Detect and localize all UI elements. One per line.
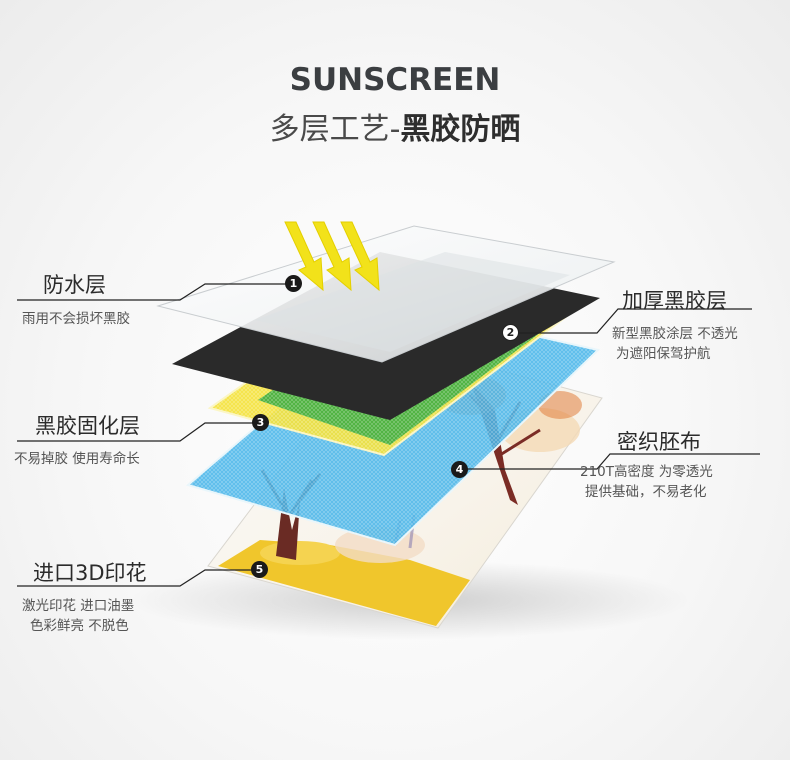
layer-desc-2a: 新型黑胶涂层 不透光: [612, 326, 738, 342]
sun-ray-arrow-icon: [284, 221, 380, 292]
title-cn: 多层工艺-黑胶防晒: [0, 104, 790, 148]
layer-badge-4: 4: [451, 461, 468, 478]
layer-name-2: 加厚黑胶层: [622, 289, 727, 313]
layer-badge-3: 3: [252, 414, 269, 431]
title-en: SUNSCREEN: [289, 62, 501, 98]
layer-name-4: 密织胚布: [617, 430, 701, 454]
layer-desc-4b: 提供基础，不易老化: [585, 484, 707, 500]
layer-desc-5a: 激光印花 进口油墨: [22, 598, 135, 614]
layer-desc-3: 不易掉胶 使用寿命长: [14, 451, 140, 467]
title-cn-bold: 黑胶防晒: [400, 112, 521, 147]
layer-name-3: 黑胶固化层: [35, 414, 140, 438]
layer-desc-2b: 为遮阳保驾护航: [616, 346, 711, 362]
layer-desc-5b: 色彩鲜亮 不脱色: [30, 618, 129, 634]
leader-lines: [17, 283, 760, 587]
layer-name-5: 进口3D印花: [33, 561, 147, 585]
layer-desc-1: 雨用不会损坏黑胶: [22, 311, 130, 327]
title-cn-prefix: 多层工艺-: [269, 112, 401, 147]
layer-name-1: 防水层: [43, 273, 106, 297]
layer-badge-1: 1: [285, 275, 302, 292]
layer-desc-4a: 210T高密度 为零透光: [580, 464, 713, 480]
layer-badge-5: 5: [251, 561, 268, 578]
layer-badge-2: 2: [502, 324, 519, 341]
